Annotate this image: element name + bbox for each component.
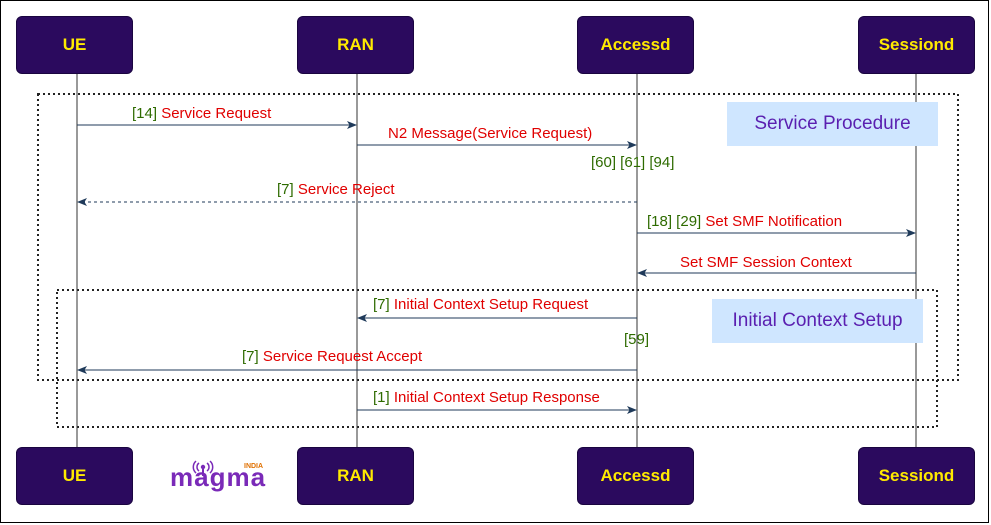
service-procedure-frame <box>37 93 959 381</box>
msg-n2-message: N2 Message(Service Request) <box>388 125 592 143</box>
msg-label: Initial Context Setup Request <box>393 296 589 313</box>
msg-initial-context-setup-response: [1] Initial Context Setup Response <box>373 389 600 407</box>
actor-accessd-top: Accessd <box>577 16 694 74</box>
actor-accessd-bottom: Accessd <box>577 447 694 505</box>
msg-service-request-accept: [7] Service Request Accept <box>242 348 422 366</box>
msg-ref: [1] <box>373 389 390 406</box>
msg-ref: [14] <box>132 105 158 122</box>
msg-label: Service Request Accept <box>262 348 423 365</box>
actor-sessiond-bottom: Sessiond <box>858 447 975 505</box>
msg-label: Initial Context Setup Response <box>393 389 600 406</box>
logo-text: magma <box>170 462 267 492</box>
accessd-refs: [60] [61] [94] <box>591 154 675 171</box>
accessd-ref-59: [59] <box>624 331 650 348</box>
magma-logo: magma INDIA <box>168 460 273 494</box>
logo-tag: INDIA <box>244 463 264 470</box>
initial-context-setup-frame <box>56 289 938 428</box>
msg-ref: [7] <box>277 181 294 198</box>
actor-ue-top: UE <box>16 16 133 74</box>
note-initial-context-setup: Initial Context Setup <box>712 299 923 343</box>
msg-service-request: [14] Service Request <box>132 105 271 123</box>
note-service-procedure: Service Procedure <box>727 102 938 146</box>
msg-set-smf-notification: [18] [29] Set SMF Notification <box>647 213 842 231</box>
actor-ran-bottom: RAN <box>297 447 414 505</box>
msg-set-smf-session-context: Set SMF Session Context <box>680 254 852 272</box>
actor-ran-top: RAN <box>297 16 414 74</box>
msg-label: Service Reject <box>297 181 395 198</box>
msg-initial-context-setup-request: [7] Initial Context Setup Request <box>373 296 588 314</box>
msg-label: Set SMF Notification <box>705 213 843 230</box>
actor-ue-bottom: UE <box>16 447 133 505</box>
actor-sessiond-top: Sessiond <box>858 16 975 74</box>
msg-ref: [7] <box>373 296 390 313</box>
msg-label: Set SMF Session Context <box>680 254 852 271</box>
msg-service-reject: [7] Service Reject <box>277 181 395 199</box>
antenna-icon <box>192 460 214 476</box>
msg-label: N2 Message(Service Request) <box>388 125 593 142</box>
msg-ref: [7] <box>242 348 259 365</box>
msg-ref: [18] [29] <box>647 213 702 230</box>
msg-label: Service Request <box>161 105 272 122</box>
